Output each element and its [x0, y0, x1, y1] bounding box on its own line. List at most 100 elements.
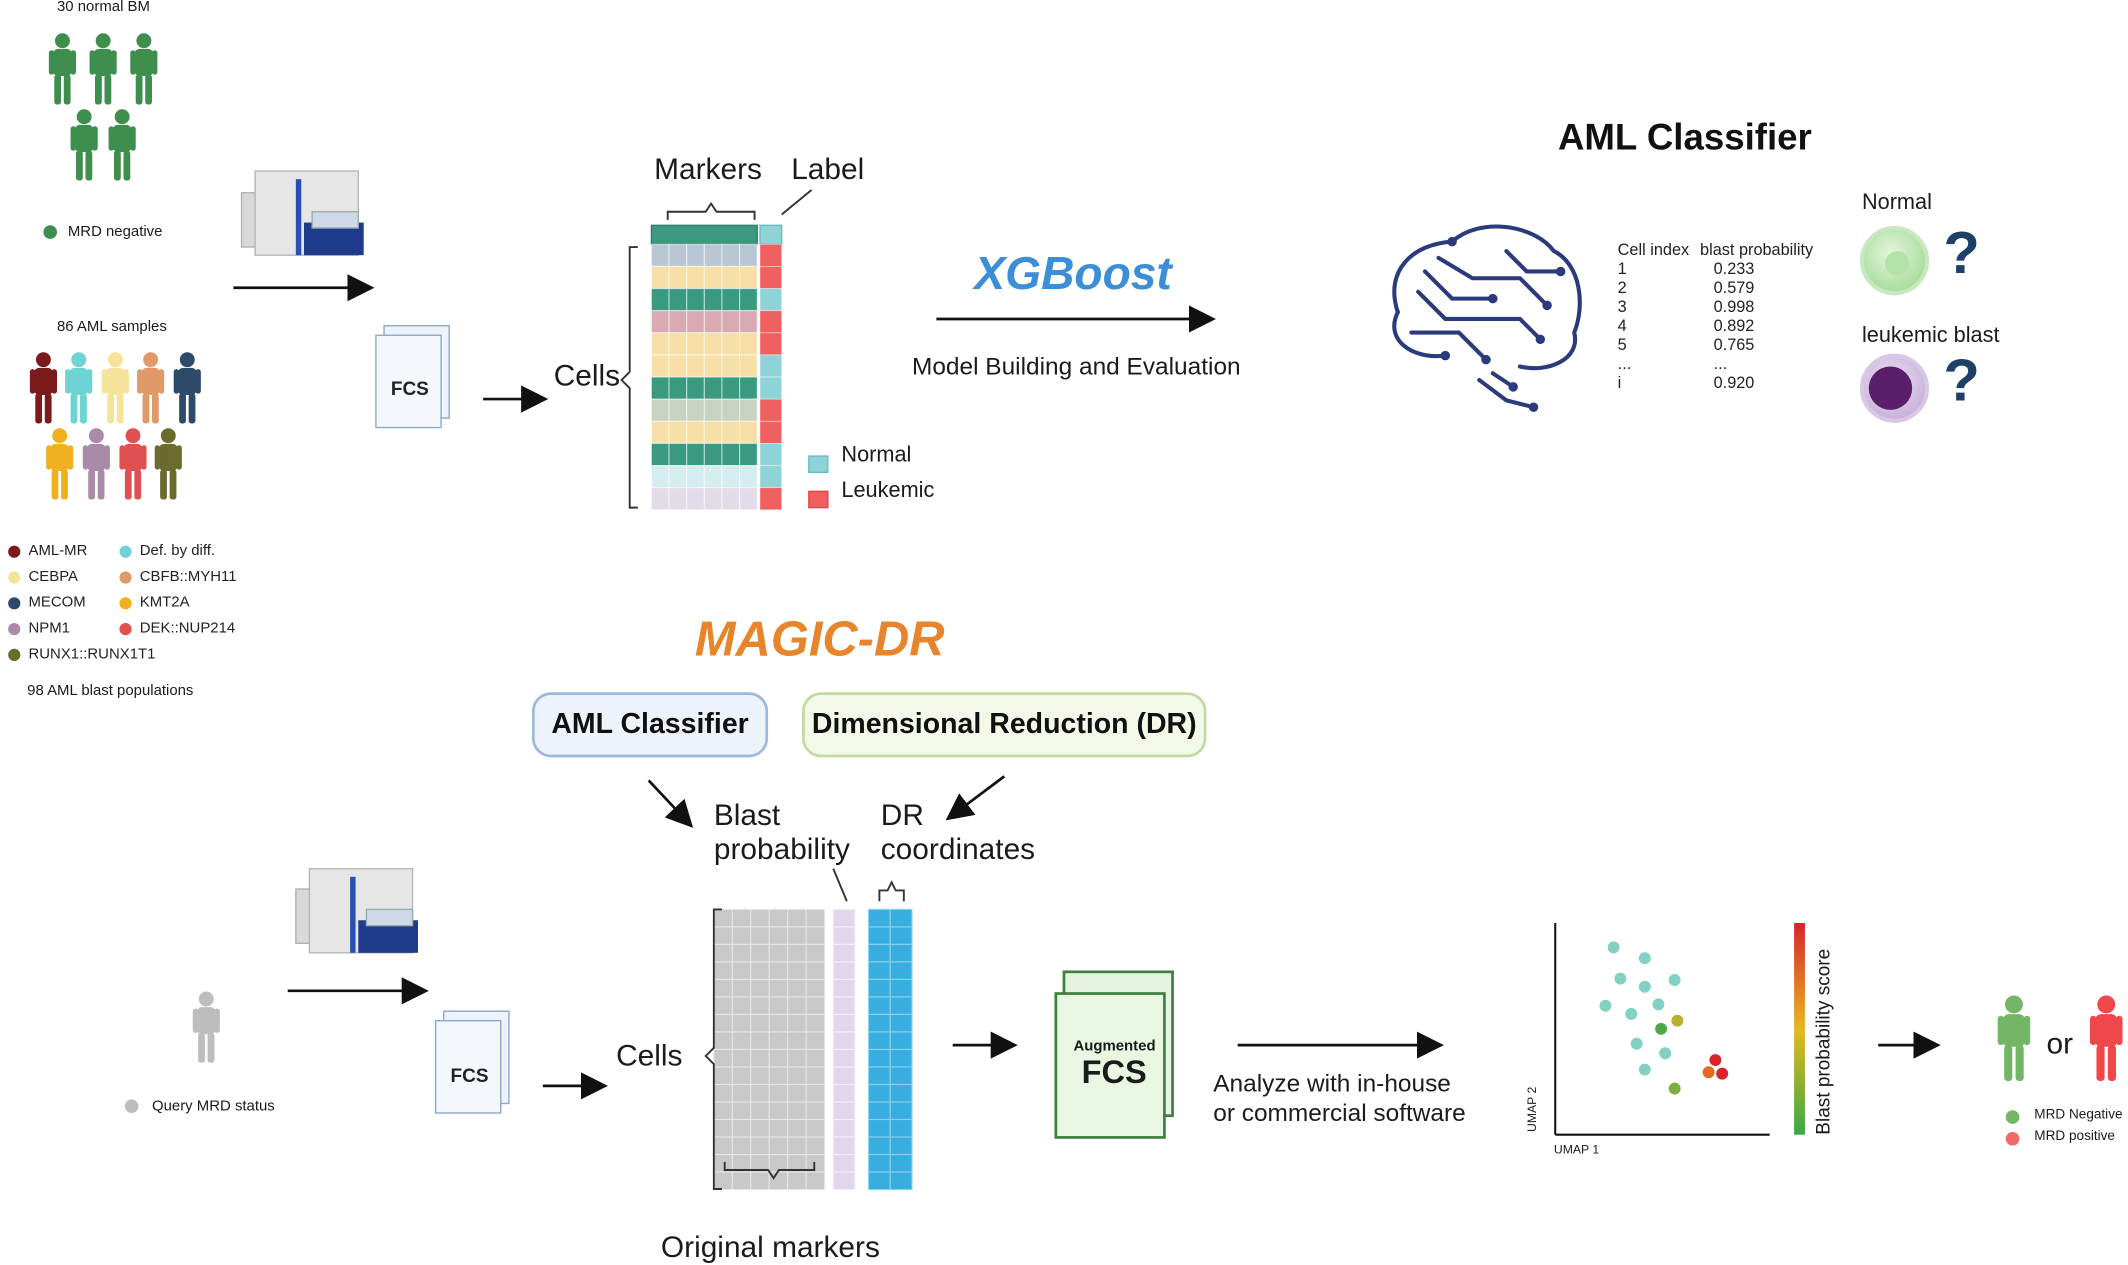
blast-probability-value: 0.920: [1713, 373, 1755, 393]
fcs-label-bottom: FCS: [450, 1064, 489, 1086]
augmented-fcs-label: FCS: [1081, 1054, 1147, 1092]
xgboost-title: XGBoost: [974, 248, 1172, 300]
subtype-color-dot: [119, 622, 132, 635]
umap-plot: [1554, 922, 1805, 1136]
cells-label-top: Cells: [553, 358, 621, 393]
table-row: ......: [1612, 354, 1818, 373]
subtype-color-dot: [8, 622, 21, 635]
table-row: 4 0.892: [1612, 316, 1818, 335]
subtype-name: KMT2A: [139, 594, 190, 611]
subtype-name: Def. by diff.: [139, 542, 216, 560]
label-column-label: Label: [791, 152, 865, 186]
aml-samples-title: 86 AML samples: [56, 318, 167, 336]
blast-probability-value: 0.998: [1713, 297, 1755, 317]
table-header-cell-index: Cell index: [1617, 240, 1690, 260]
aml-sample-people: [29, 352, 201, 500]
dr-pill: Dimensional Reduction (DR): [802, 692, 1207, 758]
subtype-legend-item: AML-MR: [8, 543, 87, 559]
subtype-legend-item: Def. by diff.: [119, 543, 215, 559]
or-label: or: [2046, 1026, 2074, 1061]
subtype-name: DEK::NUP214: [139, 620, 236, 637]
mrd-negative-result: MRD Negative: [2034, 1107, 2123, 1123]
flow-cytometer-top: [240, 170, 364, 256]
normal-bm-people: [48, 33, 158, 181]
fcs-label-top: FCS: [390, 377, 429, 400]
blast-probability-line1: Blast: [713, 798, 781, 833]
umap1-label: UMAP 1: [1553, 1142, 1600, 1157]
subtype-name: MECOM: [28, 594, 86, 611]
blast-probability-value: 0.892: [1713, 316, 1755, 336]
blast-probability-value: 0.233: [1713, 259, 1755, 279]
flow-cytometer-bottom: [295, 867, 418, 954]
subtype-legend-item: NPM1: [8, 620, 70, 637]
cell-index-value: 3: [1617, 297, 1627, 317]
query-mrd-label: Query MRD status: [151, 1098, 275, 1115]
question-mark-blast: ?: [1943, 347, 1980, 414]
subtype-legend-item: CEBPA: [8, 569, 78, 585]
original-markers-matrix: [713, 908, 913, 1191]
table-header-blast-probability: blast probability: [1700, 240, 1814, 260]
original-markers-label: Original markers: [660, 1229, 880, 1264]
blast-score-label: Blast probability score: [1811, 948, 1834, 1135]
cell-index-value: i: [1617, 373, 1622, 393]
subtype-color-dot: [8, 545, 21, 558]
subtype-color-dot: [8, 570, 21, 584]
subtype-legend-item: DEK::NUP214: [119, 620, 236, 637]
markers-label: Markers: [654, 152, 762, 186]
subtype-legend-item: RUNX1::RUNX1T1: [8, 646, 155, 662]
subtype-name: AML-MR: [28, 542, 88, 560]
cells-label-bottom: Cells: [616, 1038, 683, 1073]
model-building-label: Model Building and Evaluation: [911, 352, 1241, 381]
cell-index-value: ...: [1617, 354, 1632, 374]
normal-bm-title: 30 normal BM: [56, 0, 150, 15]
training-matrix: [650, 224, 783, 511]
subtype-legend-item: KMT2A: [119, 594, 190, 611]
cell-index-value: 5: [1617, 335, 1627, 355]
table-row: i 0.920: [1612, 373, 1818, 392]
table-row: 2 0.579: [1612, 278, 1818, 297]
augmented-fcs-file: [1054, 970, 1174, 1139]
normal-cell-label: Normal: [1861, 191, 1932, 215]
fcs-file-top: [375, 325, 450, 429]
question-mark-normal: ?: [1943, 219, 1980, 287]
cell-index-value: 4: [1617, 316, 1627, 336]
cell-index-value: 2: [1617, 278, 1627, 298]
leukemic-blast-icon: [1859, 353, 1930, 423]
fcs-file-bottom: [434, 1010, 510, 1114]
subtype-color-dot: [119, 545, 132, 558]
augmented-label: Augmented: [1073, 1038, 1156, 1055]
mrd-negative-label: MRD negative: [67, 223, 163, 241]
subtype-name: RUNX1::RUNX1T1: [28, 646, 156, 663]
analyze-line2: or commercial software: [1213, 1099, 1466, 1127]
aml-classifier-title: AML Classifier: [1557, 116, 1812, 158]
umap2-label: UMAP 2: [1525, 1086, 1539, 1132]
blast-probability-value: ...: [1713, 354, 1728, 374]
blast-probability-value: 0.579: [1713, 278, 1755, 298]
magic-dr-title: MAGIC-DR: [694, 610, 945, 667]
blast-probability-line2: probability: [713, 832, 850, 866]
subtype-color-dot: [119, 570, 132, 584]
subtype-legend-item: MECOM: [8, 594, 86, 611]
subtype-name: CEBPA: [28, 568, 79, 585]
normal-legend-label: Normal: [841, 443, 912, 467]
leukemic-blast-label: leukemic blast: [1861, 324, 2000, 348]
dr-coordinates-line2: coordinates: [880, 832, 1036, 866]
mrd-positive-result: MRD positive: [2034, 1129, 2115, 1145]
subtype-name: CBFB::MYH11: [139, 568, 237, 585]
dr-coordinates-line1: DR: [880, 798, 924, 833]
blast-probability-value: 0.765: [1713, 335, 1755, 355]
aml-classifier-pill: AML Classifier: [531, 692, 769, 758]
normal-cell-icon: [1859, 225, 1930, 296]
subtype-color-dot: [119, 596, 132, 609]
brain-circuit-icon: [1392, 224, 1582, 412]
blast-populations-label: 98 AML blast populations: [27, 682, 194, 700]
subtype-legend-item: CBFB::MYH11: [119, 568, 237, 585]
query-person: [192, 991, 220, 1063]
subtype-color-dot: [8, 596, 21, 609]
leukemic-legend-label: Leukemic: [841, 479, 935, 503]
analyze-line1: Analyze with in-house: [1213, 1069, 1451, 1097]
subtype-name: NPM1: [28, 620, 70, 637]
